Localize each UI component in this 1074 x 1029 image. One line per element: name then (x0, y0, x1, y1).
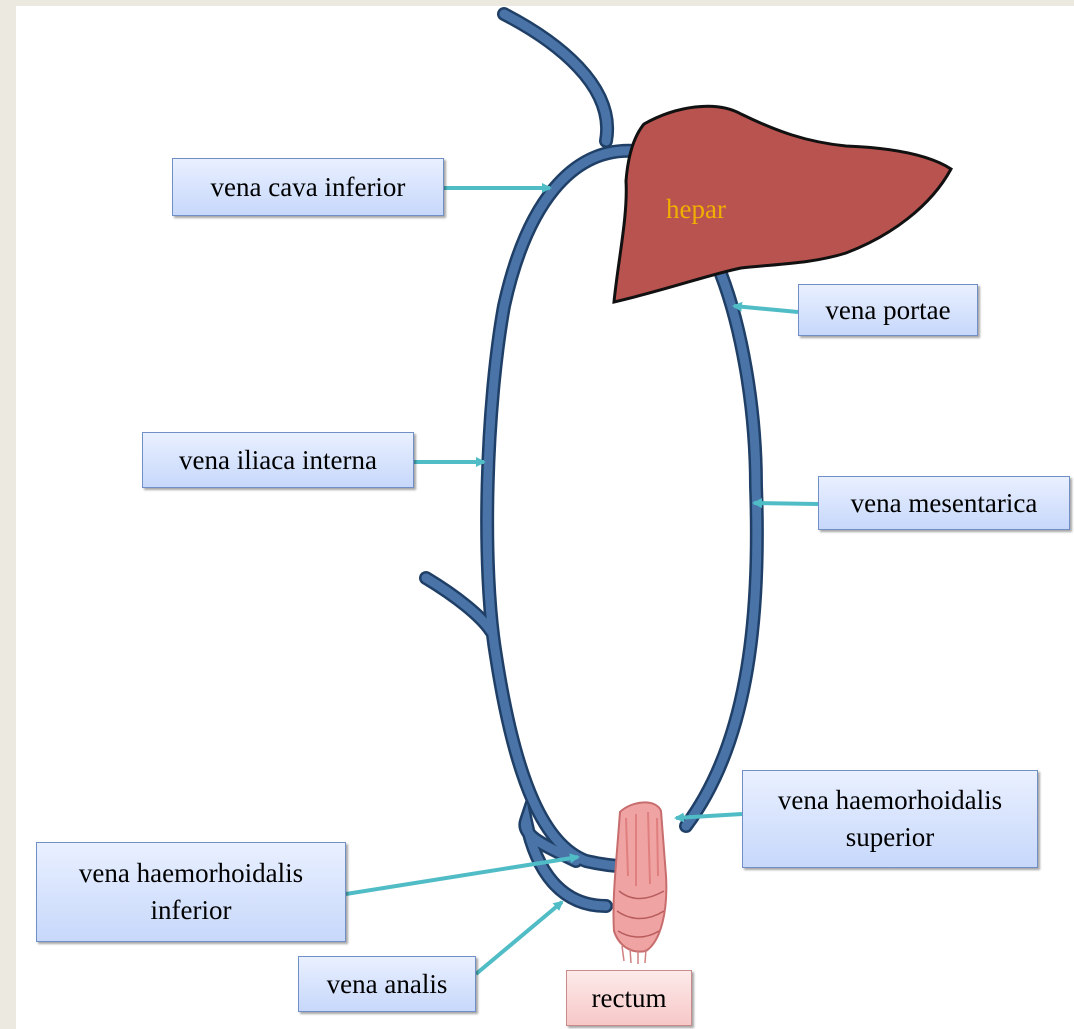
iliac-side-branch (426, 578, 491, 631)
label-vena-portae: vena portae (798, 284, 978, 336)
label-text-line1: vena haemorhoidalis (778, 782, 1002, 819)
label-text-line2: superior (846, 819, 934, 856)
label-text-line1: vena haemorhoidalis (79, 855, 303, 892)
label-text-line2: inferior (151, 892, 232, 929)
label-text: rectum (592, 982, 667, 1014)
label-vena-analis: vena analis (298, 956, 476, 1012)
label-vena-cava-inferior: vena cava inferior (172, 158, 444, 216)
vena-cava-upper-branch (504, 14, 607, 141)
label-text: vena cava inferior (211, 171, 406, 203)
arrow-vena-analis (476, 902, 562, 974)
diagram-canvas: hepar vena cava inferior vena portae ven… (16, 6, 1074, 1029)
label-rectum: rectum (566, 970, 692, 1026)
label-vena-iliaca-interna: vena iliaca interna (142, 432, 414, 488)
label-text: vena portae (825, 294, 950, 326)
arrow-vena-portae (734, 306, 798, 312)
label-vena-haemorhoidalis-inferior: vena haemorhoidalis inferior (36, 842, 346, 942)
label-vena-mesentarica: vena mesentarica (818, 476, 1070, 530)
label-text: vena mesentarica (851, 487, 1038, 519)
arrow-vena-mesentarica (754, 503, 818, 504)
label-text: vena analis (327, 968, 448, 1000)
label-vena-haemorhoidalis-superior: vena haemorhoidalis superior (742, 770, 1038, 868)
hepar-organ (614, 106, 951, 302)
hepar-label: hepar (666, 194, 726, 225)
label-text: vena iliaca interna (179, 444, 377, 476)
rectum-organ (613, 802, 666, 964)
